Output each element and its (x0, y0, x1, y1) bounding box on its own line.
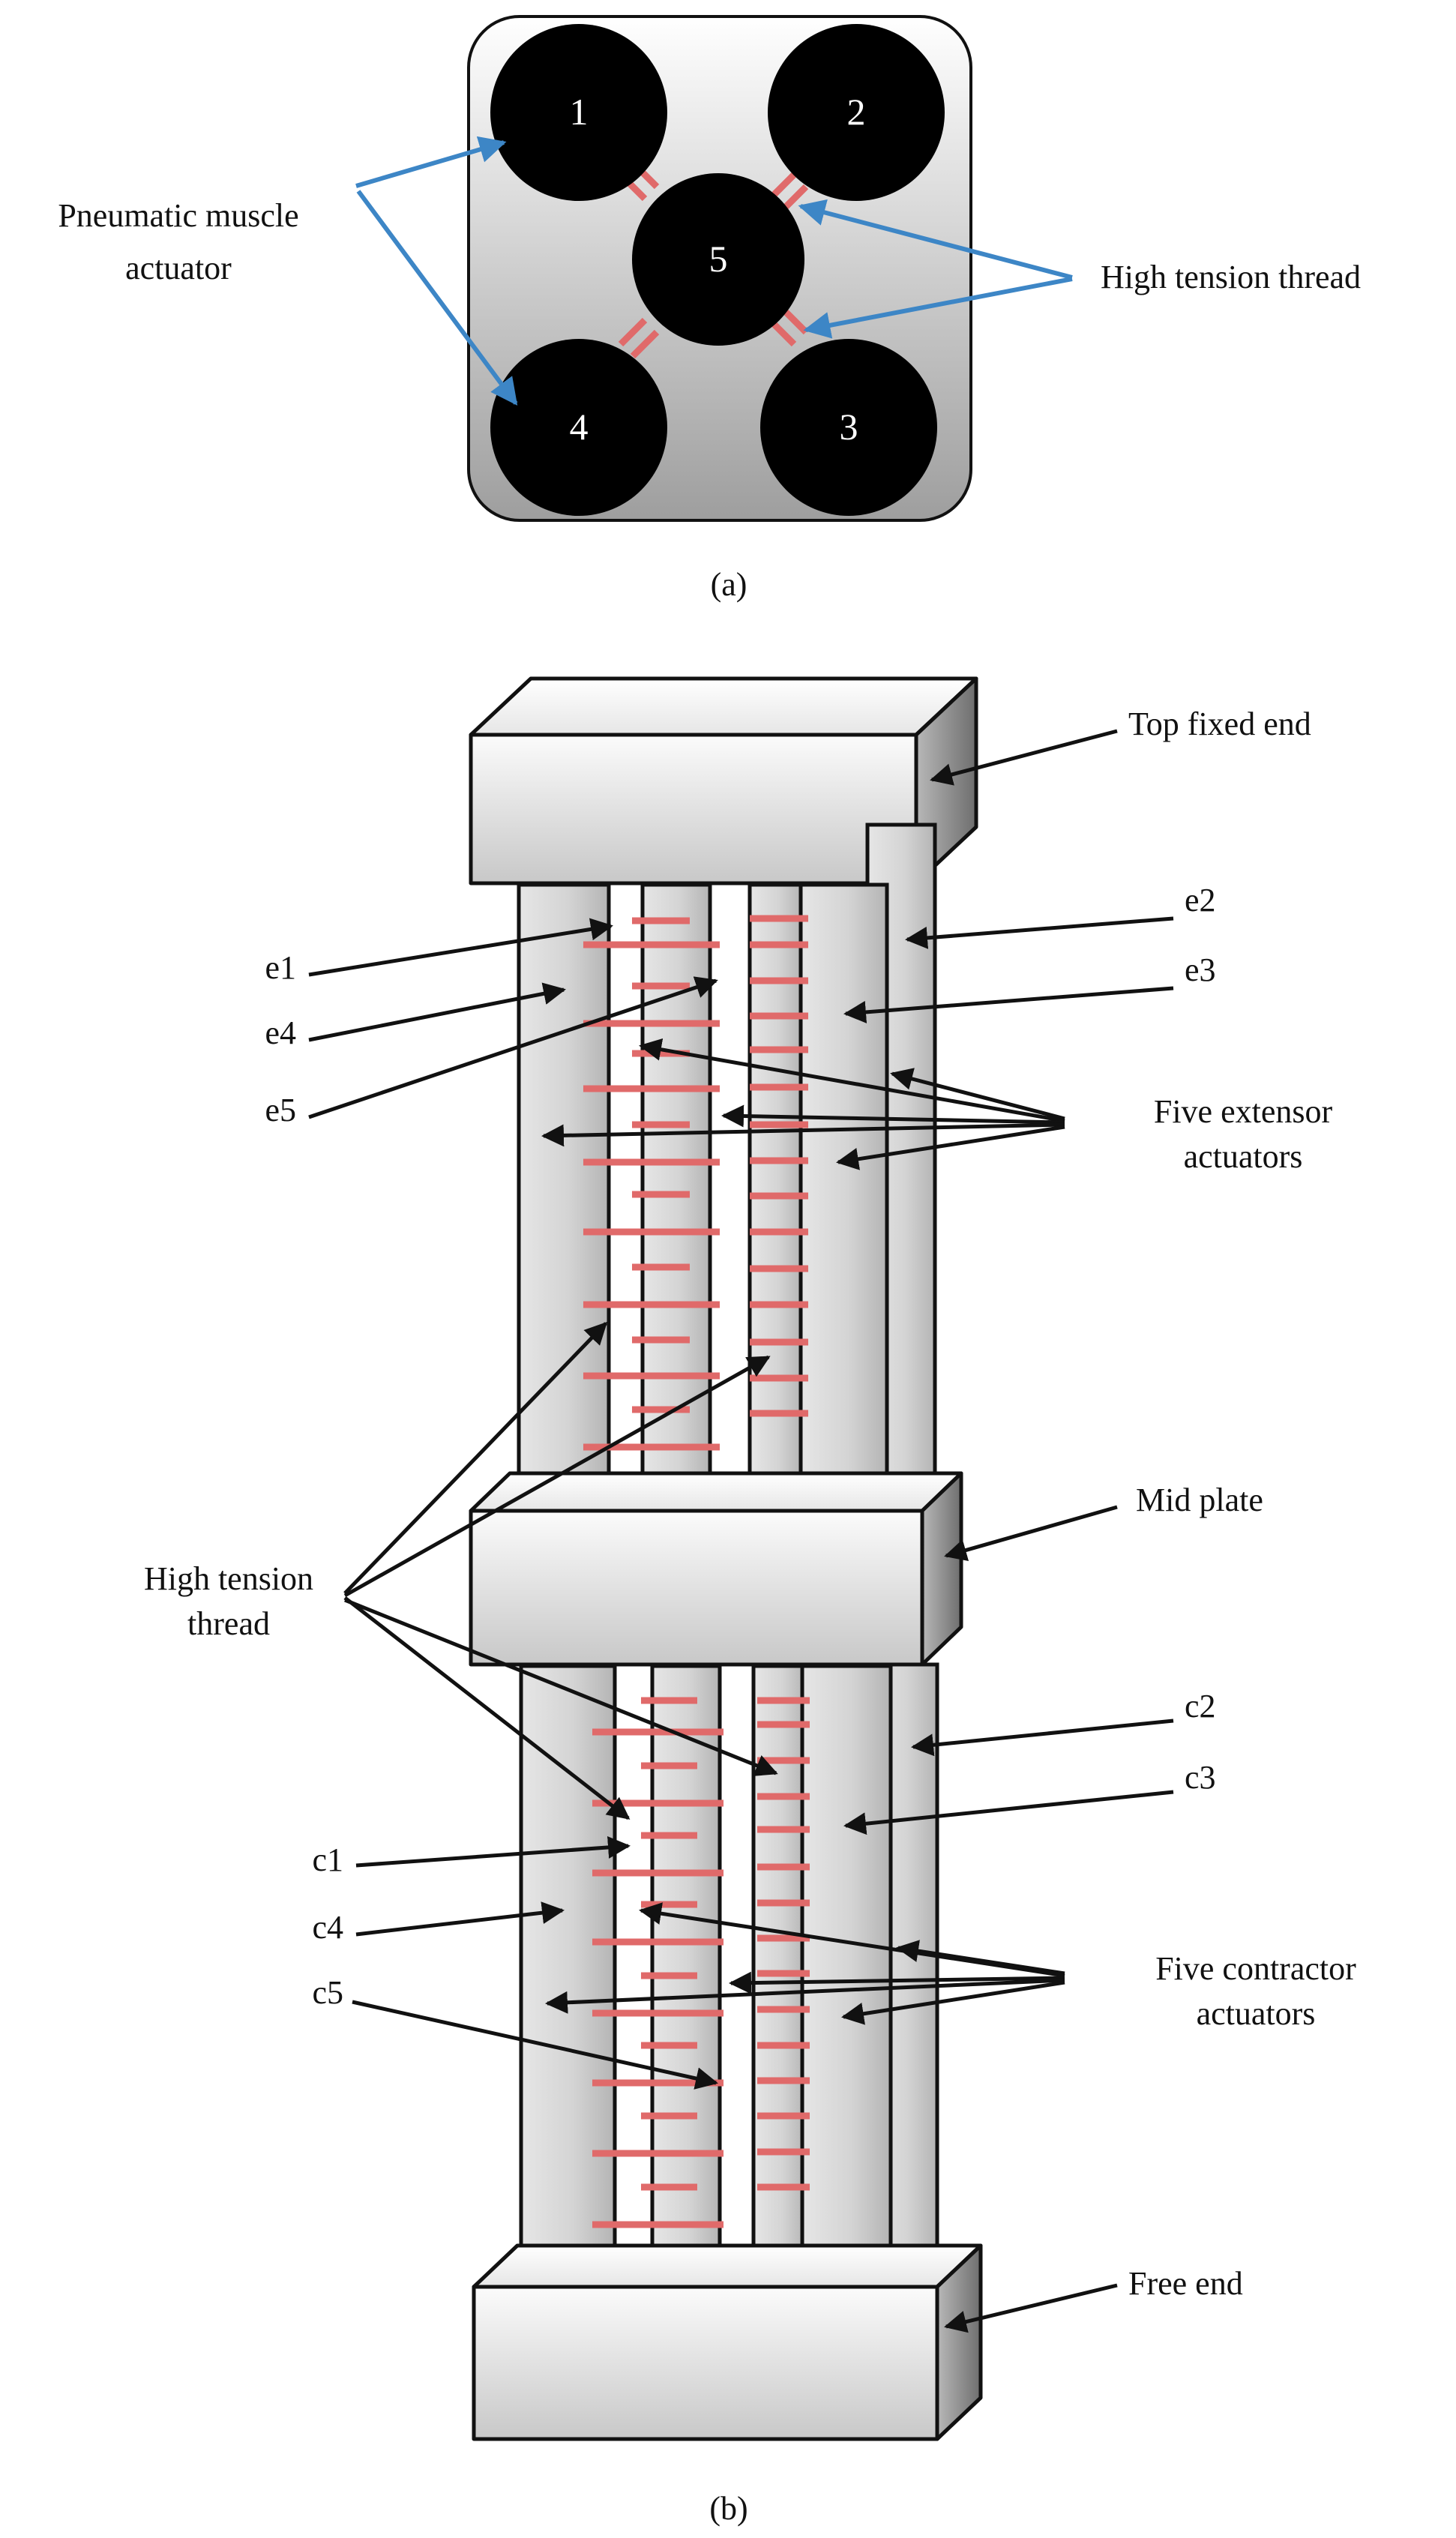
label-five-contractor-line1: Five contractor (1155, 1950, 1356, 1987)
blue-pointers (355, 136, 1073, 406)
circle-number-5: 5 (709, 238, 728, 280)
circle-number-2: 2 (847, 91, 866, 133)
label-c3: c3 (1185, 1759, 1216, 1796)
circle-number-3: 3 (840, 406, 858, 448)
label-c5: c5 (312, 1974, 343, 2011)
label-top-fixed-end: Top fixed end (1128, 706, 1311, 742)
actuator-circle-4 (490, 339, 667, 516)
actuator-e5 (747, 882, 804, 1476)
label-e3: e3 (1185, 951, 1216, 988)
label-high-tension-line1: High tension (144, 1560, 313, 1597)
actuator-c3 (800, 1664, 893, 2261)
actuator-c4 (519, 1664, 617, 2261)
actuator-circle-2 (768, 24, 945, 201)
label-c4: c4 (312, 1909, 343, 1946)
actuator-circle-5 (632, 173, 804, 346)
thread-marks-lower (592, 1697, 810, 2228)
actuator-e1-back (640, 882, 712, 1476)
label-c2: c2 (1185, 1688, 1216, 1724)
label-pneumatic-muscle-line2: actuator (125, 250, 232, 286)
label-pneumatic-muscle-line1: Pneumatic muscle (58, 197, 298, 234)
panel-a-cross-section: 1 2 3 4 5 Pneumatic muscle actuator High… (58, 15, 1361, 603)
actuator-c5 (751, 1664, 808, 2253)
actuator-e3 (798, 882, 889, 1479)
label-e1: e1 (265, 949, 296, 986)
actuator-c1-back (650, 1664, 722, 2253)
label-five-extensor-line2: actuators (1184, 1138, 1303, 1175)
caption-a: (a) (711, 566, 747, 603)
label-e4: e4 (265, 1014, 296, 1051)
black-pointers (308, 729, 1174, 2333)
label-c1: c1 (312, 1841, 343, 1878)
circle-number-1: 1 (570, 91, 589, 133)
label-high-tension-thread-a: High tension thread (1101, 259, 1361, 295)
label-mid-plate: Mid plate (1136, 1482, 1263, 1518)
label-e5: e5 (265, 1092, 296, 1128)
label-five-extensor-line1: Five extensor (1154, 1093, 1333, 1130)
panel-b-actuator-stack: Top fixed end e2 e3 e1 e4 e5 Five extens… (144, 676, 1356, 2527)
actuator-e4 (517, 882, 611, 1479)
circle-number-4: 4 (570, 406, 589, 448)
free-end-plate (472, 2243, 983, 2441)
label-free-end: Free end (1128, 2265, 1243, 2302)
actuator-circle-1 (490, 24, 667, 201)
actuator-circle-3 (760, 339, 937, 516)
label-high-tension-line2: thread (187, 1605, 270, 1642)
mid-plate (469, 1471, 963, 1667)
caption-b: (b) (709, 2490, 747, 2527)
thread-marks-upper (583, 915, 808, 1451)
label-five-contractor-line2: actuators (1197, 1995, 1316, 2032)
label-e2: e2 (1185, 882, 1216, 918)
